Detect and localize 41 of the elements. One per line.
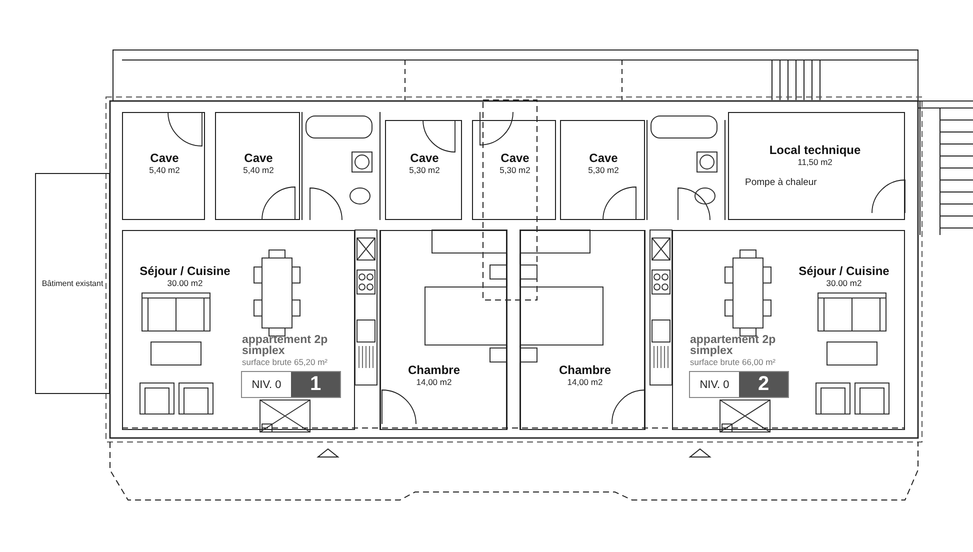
room-outline (472, 120, 556, 220)
room-name: Cave (244, 151, 273, 165)
room-name: Cave (589, 151, 618, 165)
room-outline (385, 120, 462, 220)
room-outline (380, 230, 507, 430)
room-area: 11,50 m2 (798, 157, 832, 167)
apartment-type: appartement 2p simplex (242, 335, 329, 357)
apartment-area: surface brute 65,20 m² (242, 357, 372, 368)
room-name: Local technique (769, 143, 861, 157)
building-outline (35, 173, 110, 394)
room-note: Pompe à chaleur (745, 177, 817, 189)
room-outline (560, 120, 645, 220)
room-outline (520, 230, 645, 430)
room-area: 5,40 m2 (243, 165, 274, 175)
room-area: 5,30 m2 (500, 165, 530, 175)
room-area: 30.00 m2 (167, 278, 203, 288)
room-name: Cave (150, 151, 179, 165)
room-area: 5,30 m2 (409, 165, 440, 175)
room-outline (122, 230, 355, 430)
room-name: Cave (500, 151, 530, 165)
room-name: Séjour / Cuisine (798, 264, 890, 278)
apartment-number: 2 (739, 372, 788, 397)
room-area: 5,30 m2 (588, 165, 619, 175)
apartment-number: 1 (291, 372, 340, 397)
room-outline (122, 112, 205, 220)
apartment-type: appartement 2p simplex (690, 335, 777, 357)
room-outline (215, 112, 300, 220)
room-area: 30.00 m2 (826, 278, 862, 288)
room-outline (728, 112, 905, 220)
room-name: Séjour / Cuisine (140, 264, 230, 278)
apartment-area: surface brute 66,00 m² (690, 357, 820, 368)
level-label: NIV. 0 (698, 378, 730, 392)
room-area: 14,00 m2 (416, 377, 452, 387)
room-name: Chambre (408, 363, 460, 377)
building-label: Bâtiment existant (42, 278, 104, 289)
room-area: 5,40 m2 (149, 165, 180, 175)
level-label: NIV. 0 (250, 378, 282, 392)
room-outline (672, 230, 905, 430)
room-name: Cave (410, 151, 439, 165)
room-name: Chambre (558, 363, 611, 377)
room-area: 14,00 m2 (567, 377, 603, 387)
